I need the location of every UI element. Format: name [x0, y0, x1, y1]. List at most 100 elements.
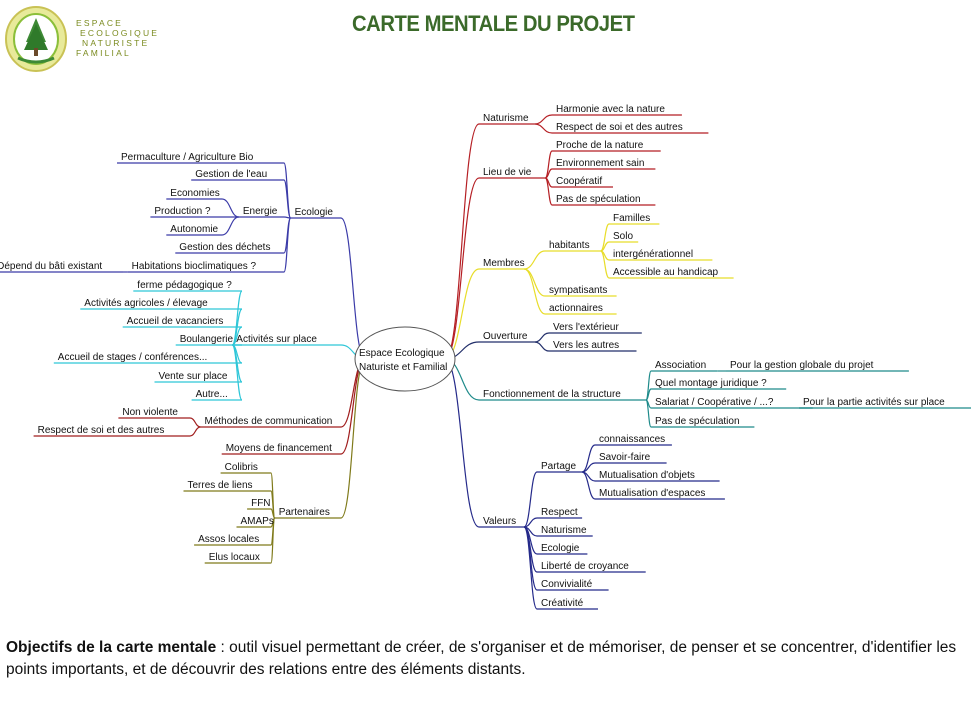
connector: [283, 179, 292, 219]
connector: [544, 177, 553, 206]
node-harmonie-avec-la-nature: Harmonie avec la nature: [556, 104, 665, 115]
node-solo: Solo: [613, 231, 633, 242]
node-proche-de-la-nature: Proche de la nature: [556, 140, 644, 151]
logo: ESPACE ECOLOGIQUE NATURISTE FAMILIAL: [4, 4, 174, 74]
connector: [523, 471, 538, 528]
logo-line-2: ECOLOGIQUE: [80, 28, 160, 38]
node-liberte-de-croyance: Liberté de croyance: [541, 561, 629, 572]
node-elus-locaux: Elus locaux: [209, 552, 260, 563]
connector: [444, 177, 480, 360]
logo-line-1: ESPACE: [76, 18, 124, 28]
caption-text: : outil visuel permettant de créer, de s…: [6, 639, 957, 678]
branch-lieu-de-vie: Lieu de vie: [483, 167, 532, 178]
node-respect-de-soi-et-des-autres: Respect de soi et des autres: [38, 425, 165, 436]
center-node: [354, 326, 456, 392]
node-habitants: habitants: [549, 240, 590, 251]
branch-methodes-de-communication: Méthodes de communication: [205, 416, 333, 427]
node-energie: Energie: [243, 206, 278, 217]
connector: [645, 399, 652, 428]
node-depend-du-bati-existant: Dépend du bâti existant: [0, 261, 102, 272]
node-mutualisation-d-objets: Mutualisation d'objets: [599, 470, 695, 481]
node-familles: Familles: [613, 213, 650, 224]
node-pas-de-speculation: Pas de spéculation: [556, 194, 641, 205]
connector: [340, 217, 366, 360]
connector: [221, 198, 240, 218]
node-mutualisation-d-espaces: Mutualisation d'espaces: [599, 488, 705, 499]
node-non-violente: Non violente: [122, 407, 178, 418]
connector: [340, 358, 366, 519]
branch-naturisme: Naturisme: [483, 113, 529, 124]
node-amaps: AMAPs: [241, 516, 274, 527]
node-intergenerationnel: intergénérationnel: [613, 249, 693, 260]
node-convivialite: Convivialité: [541, 579, 593, 590]
caption-bold: Objectifs de la carte mentale: [6, 639, 217, 656]
node-connaissances: connaissances: [599, 434, 665, 445]
node-autre: Autre...: [196, 389, 228, 400]
connector: [523, 268, 546, 315]
node-gestion-des-dechets: Gestion des déchets: [179, 242, 270, 253]
connector: [523, 526, 538, 610]
connector: [534, 332, 550, 343]
connector: [534, 341, 550, 352]
node-economies: Economies: [170, 188, 219, 199]
connector: [534, 123, 553, 134]
connector: [270, 517, 276, 564]
node-ffn: FFN: [251, 498, 270, 509]
tree-logo-icon: [5, 6, 67, 72]
logo-line-4: FAMILIAL: [76, 48, 131, 58]
node-activites-agricoles-elevage: Activités agricoles / élevage: [84, 298, 208, 309]
node-cooperatif: Coopératif: [556, 176, 602, 187]
connector: [189, 417, 201, 428]
node-colibris: Colibris: [225, 462, 258, 473]
node-gestion-de-l-eau: Gestion de l'eau: [195, 169, 267, 180]
node-pour-la-gestion-globale-du-projet: Pour la gestion globale du projet: [730, 360, 874, 371]
node-production: Production ?: [154, 206, 211, 217]
branch-moyens-de-financement: Moyens de financement: [226, 443, 332, 454]
branch-fonctionnement-de-la-structure: Fonctionnement de la structure: [483, 389, 621, 400]
connector: [283, 162, 292, 219]
center-label-1: Espace Ecologique: [359, 348, 445, 359]
branch-partenaires: Partenaires: [279, 507, 330, 518]
node-respect: Respect: [541, 507, 578, 518]
node-terres-de-liens: Terres de liens: [188, 480, 253, 491]
caption: Objectifs de la carte mentale : outil vi…: [6, 637, 971, 681]
node-pas-de-speculation: Pas de spéculation: [655, 416, 740, 427]
node-vers-l-exterieur: Vers l'extérieur: [553, 322, 619, 333]
branch-ouverture: Ouverture: [483, 331, 528, 342]
node-partage: Partage: [541, 461, 576, 472]
branch-valeurs: Valeurs: [483, 516, 516, 527]
node-naturisme: Naturisme: [541, 525, 587, 536]
connector: [231, 344, 243, 401]
node-permaculture-agriculture-bio: Permaculture / Agriculture Bio: [121, 152, 254, 163]
node-creativite: Créativité: [541, 598, 584, 609]
connector: [221, 216, 240, 236]
node-salariat-cooperative: Salariat / Coopérative / ...?: [655, 397, 774, 408]
node-savoir-faire: Savoir-faire: [599, 452, 651, 463]
node-sympatisants: sympatisants: [549, 285, 607, 296]
node-respect-de-soi-et-des-autres: Respect de soi et des autres: [556, 122, 683, 133]
node-actionnaires: actionnaires: [549, 303, 603, 314]
connector: [523, 250, 546, 270]
node-environnement-sain: Environnement sain: [556, 158, 644, 169]
node-habitations-bioclimatiques: Habitations bioclimatiques ?: [132, 261, 257, 272]
node-autonomie: Autonomie: [170, 224, 218, 235]
connector: [283, 217, 292, 273]
node-vers-les-autres: Vers les autres: [553, 340, 619, 351]
connector: [444, 358, 480, 528]
connector: [581, 471, 596, 500]
node-pour-la-partie-activites-sur-place: Pour la partie activités sur place: [803, 397, 945, 408]
connector: [189, 426, 201, 437]
node-accueil-de-vacanciers: Accueil de vacanciers: [127, 316, 224, 327]
node-ecologie: Ecologie: [541, 543, 580, 554]
logo-line-3: NATURISTE: [82, 38, 150, 48]
node-accessible-au-handicap: Accessible au handicap: [613, 267, 719, 278]
branch-ecologie: Ecologie: [295, 207, 334, 218]
node-boulangerie: Boulangerie: [180, 334, 234, 345]
connector: [444, 123, 480, 360]
node-association: Association: [655, 360, 706, 371]
connector: [523, 526, 538, 591]
connector: [534, 114, 553, 125]
node-vente-sur-place: Vente sur place: [159, 371, 228, 382]
